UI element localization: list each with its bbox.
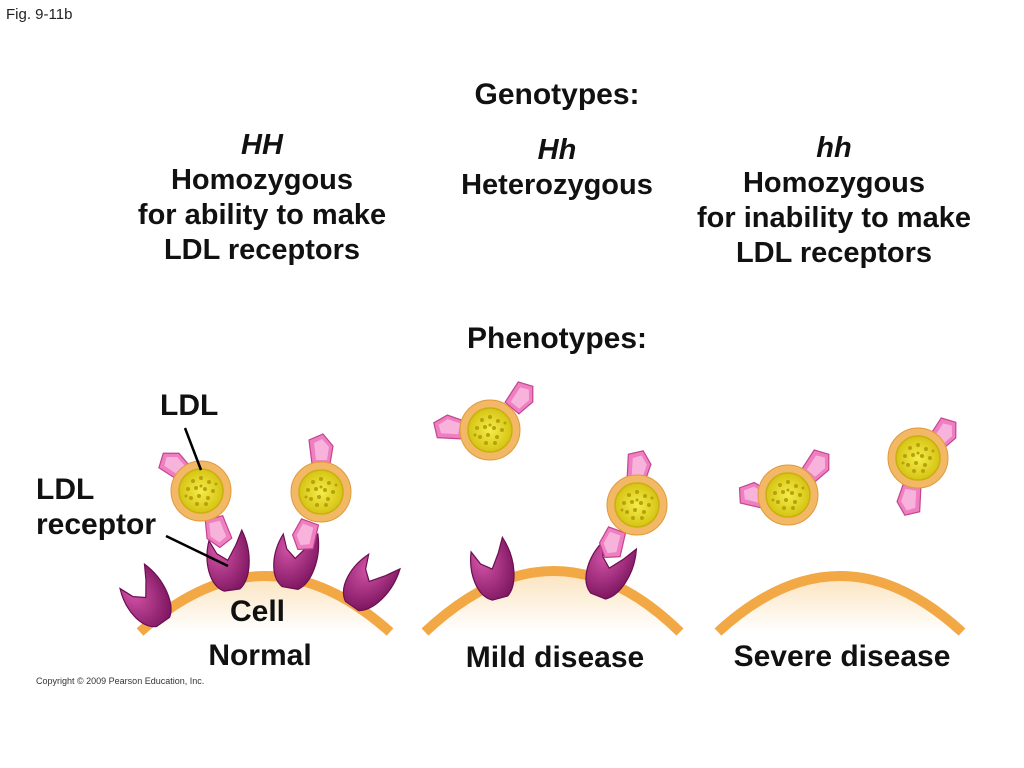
genotype-symbol: HH — [241, 129, 283, 161]
genotype-description-line: for ability to make — [137, 199, 387, 231]
severe-ldl-particles — [734, 412, 965, 526]
normal-ldl-particles — [153, 433, 352, 555]
ldl-receptor-label: LDL receptor — [36, 472, 156, 542]
phenotypes-heading: Phenotypes: — [466, 322, 648, 355]
genotype-symbol: Hh — [537, 134, 577, 166]
genotype-column-hh-dominant: HH Homozygous for ability to make LDL re… — [92, 128, 432, 268]
severe-cell — [714, 571, 966, 636]
phenotype-severe-disease: Severe disease — [733, 640, 951, 673]
genotype-description-line: LDL receptors — [163, 234, 361, 266]
genotype-description-line: Homozygous — [170, 164, 354, 196]
ldl-receptor-label-line: LDL — [36, 473, 95, 506]
ldl-receptor-label-line: receptor — [36, 508, 157, 541]
phenotype-mild-disease: Mild disease — [465, 641, 645, 674]
genotype-column-hh-recessive: hh Homozygous for inability to make LDL … — [664, 131, 1004, 271]
ldl-pointer-line — [183, 427, 203, 471]
phenotype-normal: Normal — [208, 639, 312, 672]
copyright-notice: Copyright © 2009 Pearson Education, Inc. — [36, 676, 205, 686]
genotypes-heading: Genotypes: — [474, 78, 640, 111]
cell-label: Cell — [230, 595, 286, 628]
figure-label: Fig. 9-11b — [6, 6, 73, 23]
genotype-description-line: for inability to make — [697, 202, 971, 234]
ldl-label: LDL — [160, 389, 219, 422]
receptor-pointer-line — [165, 534, 229, 568]
mild-ldl-particles — [430, 376, 668, 563]
genotype-description-line: Heterozygous — [461, 169, 653, 201]
genotype-description-line: LDL receptors — [735, 237, 933, 269]
genotype-column-heterozygous: Hh Heterozygous — [427, 133, 687, 203]
genotype-symbol: hh — [816, 132, 852, 164]
genotype-description-line: Homozygous — [742, 167, 926, 199]
mild-cell — [421, 566, 684, 636]
